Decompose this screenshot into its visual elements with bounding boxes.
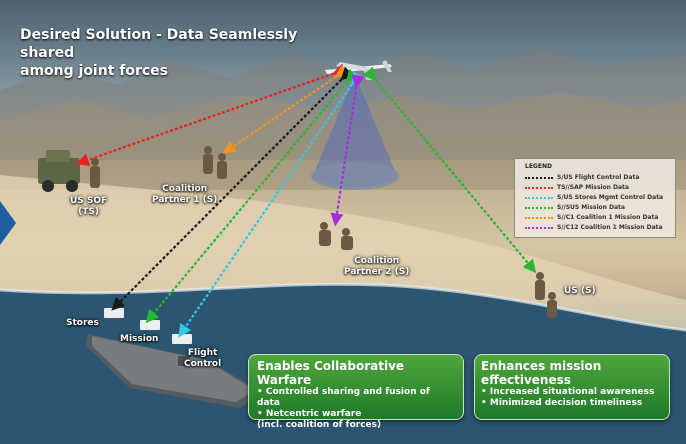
page-title-line-2: among joint forces: [20, 63, 169, 79]
sensor-footprint: [311, 162, 399, 190]
military-vehicle-icon: [38, 150, 80, 192]
legend-item: S/US Stores Mgmt Control Data: [525, 193, 663, 202]
aircraft-carrier-icon: [86, 334, 262, 408]
link-sus-mission-us: [362, 66, 537, 274]
label-coalition-partner-2: Coalition Partner 2 (S): [344, 256, 409, 278]
soldier-icon-us-sof: [90, 158, 100, 188]
legend-swatch-green: [525, 206, 553, 209]
mission-effectiveness-box: Enhances mission effectiveness • Increas…: [474, 354, 670, 420]
label-us-sof-line-2: (TS): [78, 207, 100, 217]
collaborative-warfare-title: Enables Collaborative Warfare: [257, 359, 405, 387]
legend-swatch-cyan: [525, 196, 553, 199]
legend-item: S//C12 Coalition 1 Mission Data: [525, 223, 663, 232]
legend-swatch-red: [525, 186, 553, 189]
label-us-sof: US SOF (TS): [70, 196, 107, 218]
label-mission: Mission: [120, 334, 159, 344]
label-coalition-2-line-1: Coalition: [354, 256, 400, 266]
label-coalition-1-line-2: Partner 1 (S): [152, 195, 218, 205]
previous-slide-arrow-icon: [0, 201, 16, 245]
label-flight-control-line-1: Flight: [187, 348, 218, 358]
legend-label: TS//SAP Mission Data: [557, 184, 629, 191]
legend-swatch-black: [525, 176, 553, 179]
collaborative-warfare-line: (incl. coalition of forces): [257, 420, 382, 430]
legend-item: S//C1 Coalition 1 Mission Data: [525, 213, 658, 222]
collaborative-warfare-line: • Controlled sharing and fusion of data: [257, 387, 430, 408]
legend-label: S//SUS Mission Data: [557, 204, 625, 211]
legend-swatch-purple: [525, 226, 553, 229]
legend-item: TS//SAP Mission Data: [525, 183, 629, 192]
label-coalition-partner-1: Coalition Partner 1 (S): [152, 184, 217, 206]
label-us-s: US (S): [564, 286, 596, 296]
label-coalition-2-line-2: Partner 2 (S): [344, 267, 410, 277]
link-coalition-2-mission: [330, 74, 365, 227]
legend-swatch-orange: [525, 216, 553, 219]
legend-item: S/US Flight Control Data: [525, 173, 639, 182]
label-flight-control: Flight Control: [184, 348, 221, 370]
legend-label: S/US Flight Control Data: [557, 174, 640, 181]
legend-title: LEGEND: [525, 163, 552, 170]
collaborative-warfare-box: Enables Collaborative Warfare • Controll…: [248, 354, 464, 430]
link-stores-mgmt: [178, 70, 365, 338]
mission-effectiveness-title: Enhances mission effectiveness: [481, 359, 602, 387]
page-title: Desired Solution - Data Seamlessly share…: [20, 26, 350, 80]
collaborative-warfare-line: • Netcentric warfare: [257, 409, 362, 419]
label-us-sof-line-1: US SOF: [70, 196, 108, 206]
label-stores: Stores: [66, 318, 99, 328]
mission-effectiveness-line: • Increased situational awareness: [481, 387, 655, 397]
label-flight-control-line-2: Control: [184, 359, 222, 369]
page-title-line-1: Desired Solution - Data Seamlessly share…: [20, 27, 298, 61]
mission-effectiveness-line: • Minimized decision timeliness: [481, 398, 643, 408]
label-coalition-1-line-1: Coalition: [162, 184, 208, 194]
legend-item: S//SUS Mission Data: [525, 203, 625, 212]
legend: LEGEND S/US Flight Control Data TS//SAP …: [514, 158, 676, 238]
legend-label: S//C1 Coalition 1 Mission Data: [557, 214, 659, 221]
legend-label: S//C12 Coalition 1 Mission Data: [557, 224, 663, 231]
soldier-icon-us-s: [535, 272, 557, 318]
legend-label: S/US Stores Mgmt Control Data: [557, 194, 664, 201]
